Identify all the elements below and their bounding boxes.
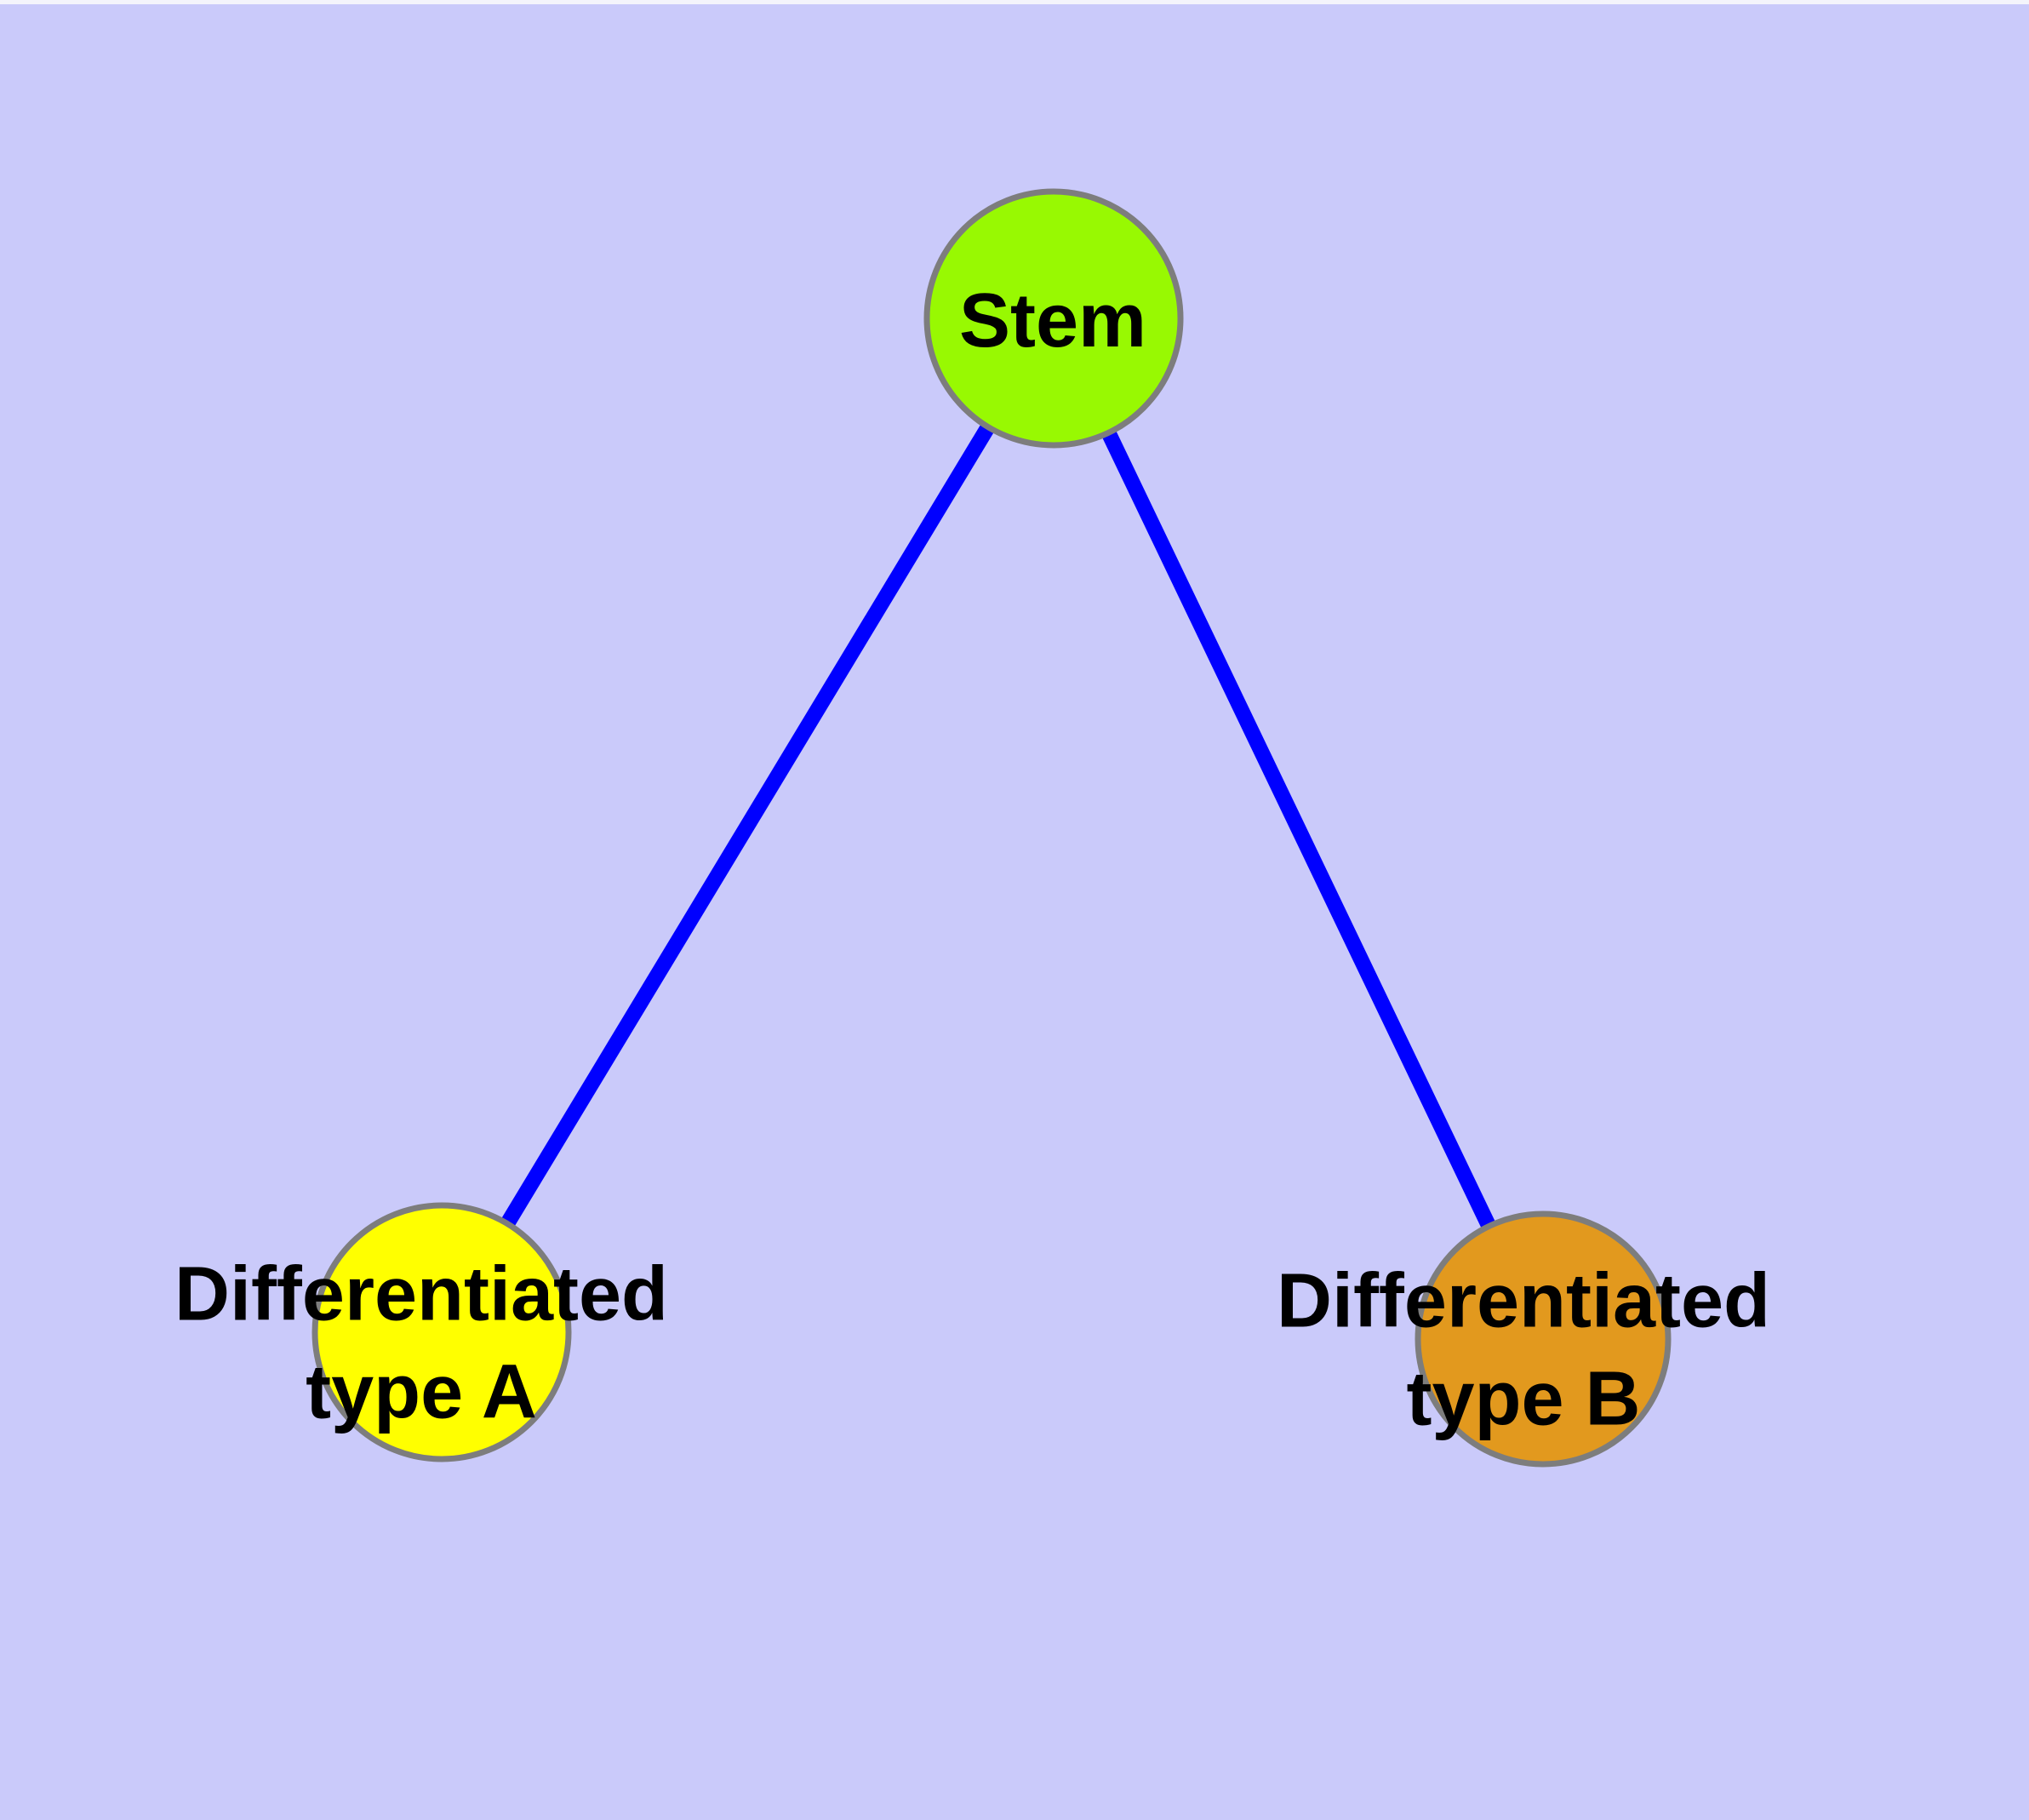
node-label-line: Stem bbox=[959, 278, 1146, 363]
node-label-stem: Stem bbox=[959, 278, 1146, 363]
node-label-type-a: Differentiated type A bbox=[174, 1252, 668, 1435]
node-label-line: Differentiated bbox=[1277, 1259, 1770, 1344]
node-label-type-b: Differentiated type B bbox=[1277, 1259, 1770, 1442]
node-circle-type-a bbox=[311, 1202, 572, 1462]
node-label-line: Differentiated bbox=[174, 1252, 668, 1337]
node-circle-stem bbox=[923, 188, 1184, 449]
node-label-line: type B bbox=[1406, 1357, 1640, 1442]
node-label-line: type A bbox=[306, 1350, 537, 1435]
edge-stem-to-type-b bbox=[1046, 315, 1551, 1342]
edge-stem-to-type-a bbox=[435, 314, 1060, 1336]
node-circle-type-b bbox=[1415, 1210, 1672, 1468]
top-margin-strip bbox=[0, 0, 2029, 4]
